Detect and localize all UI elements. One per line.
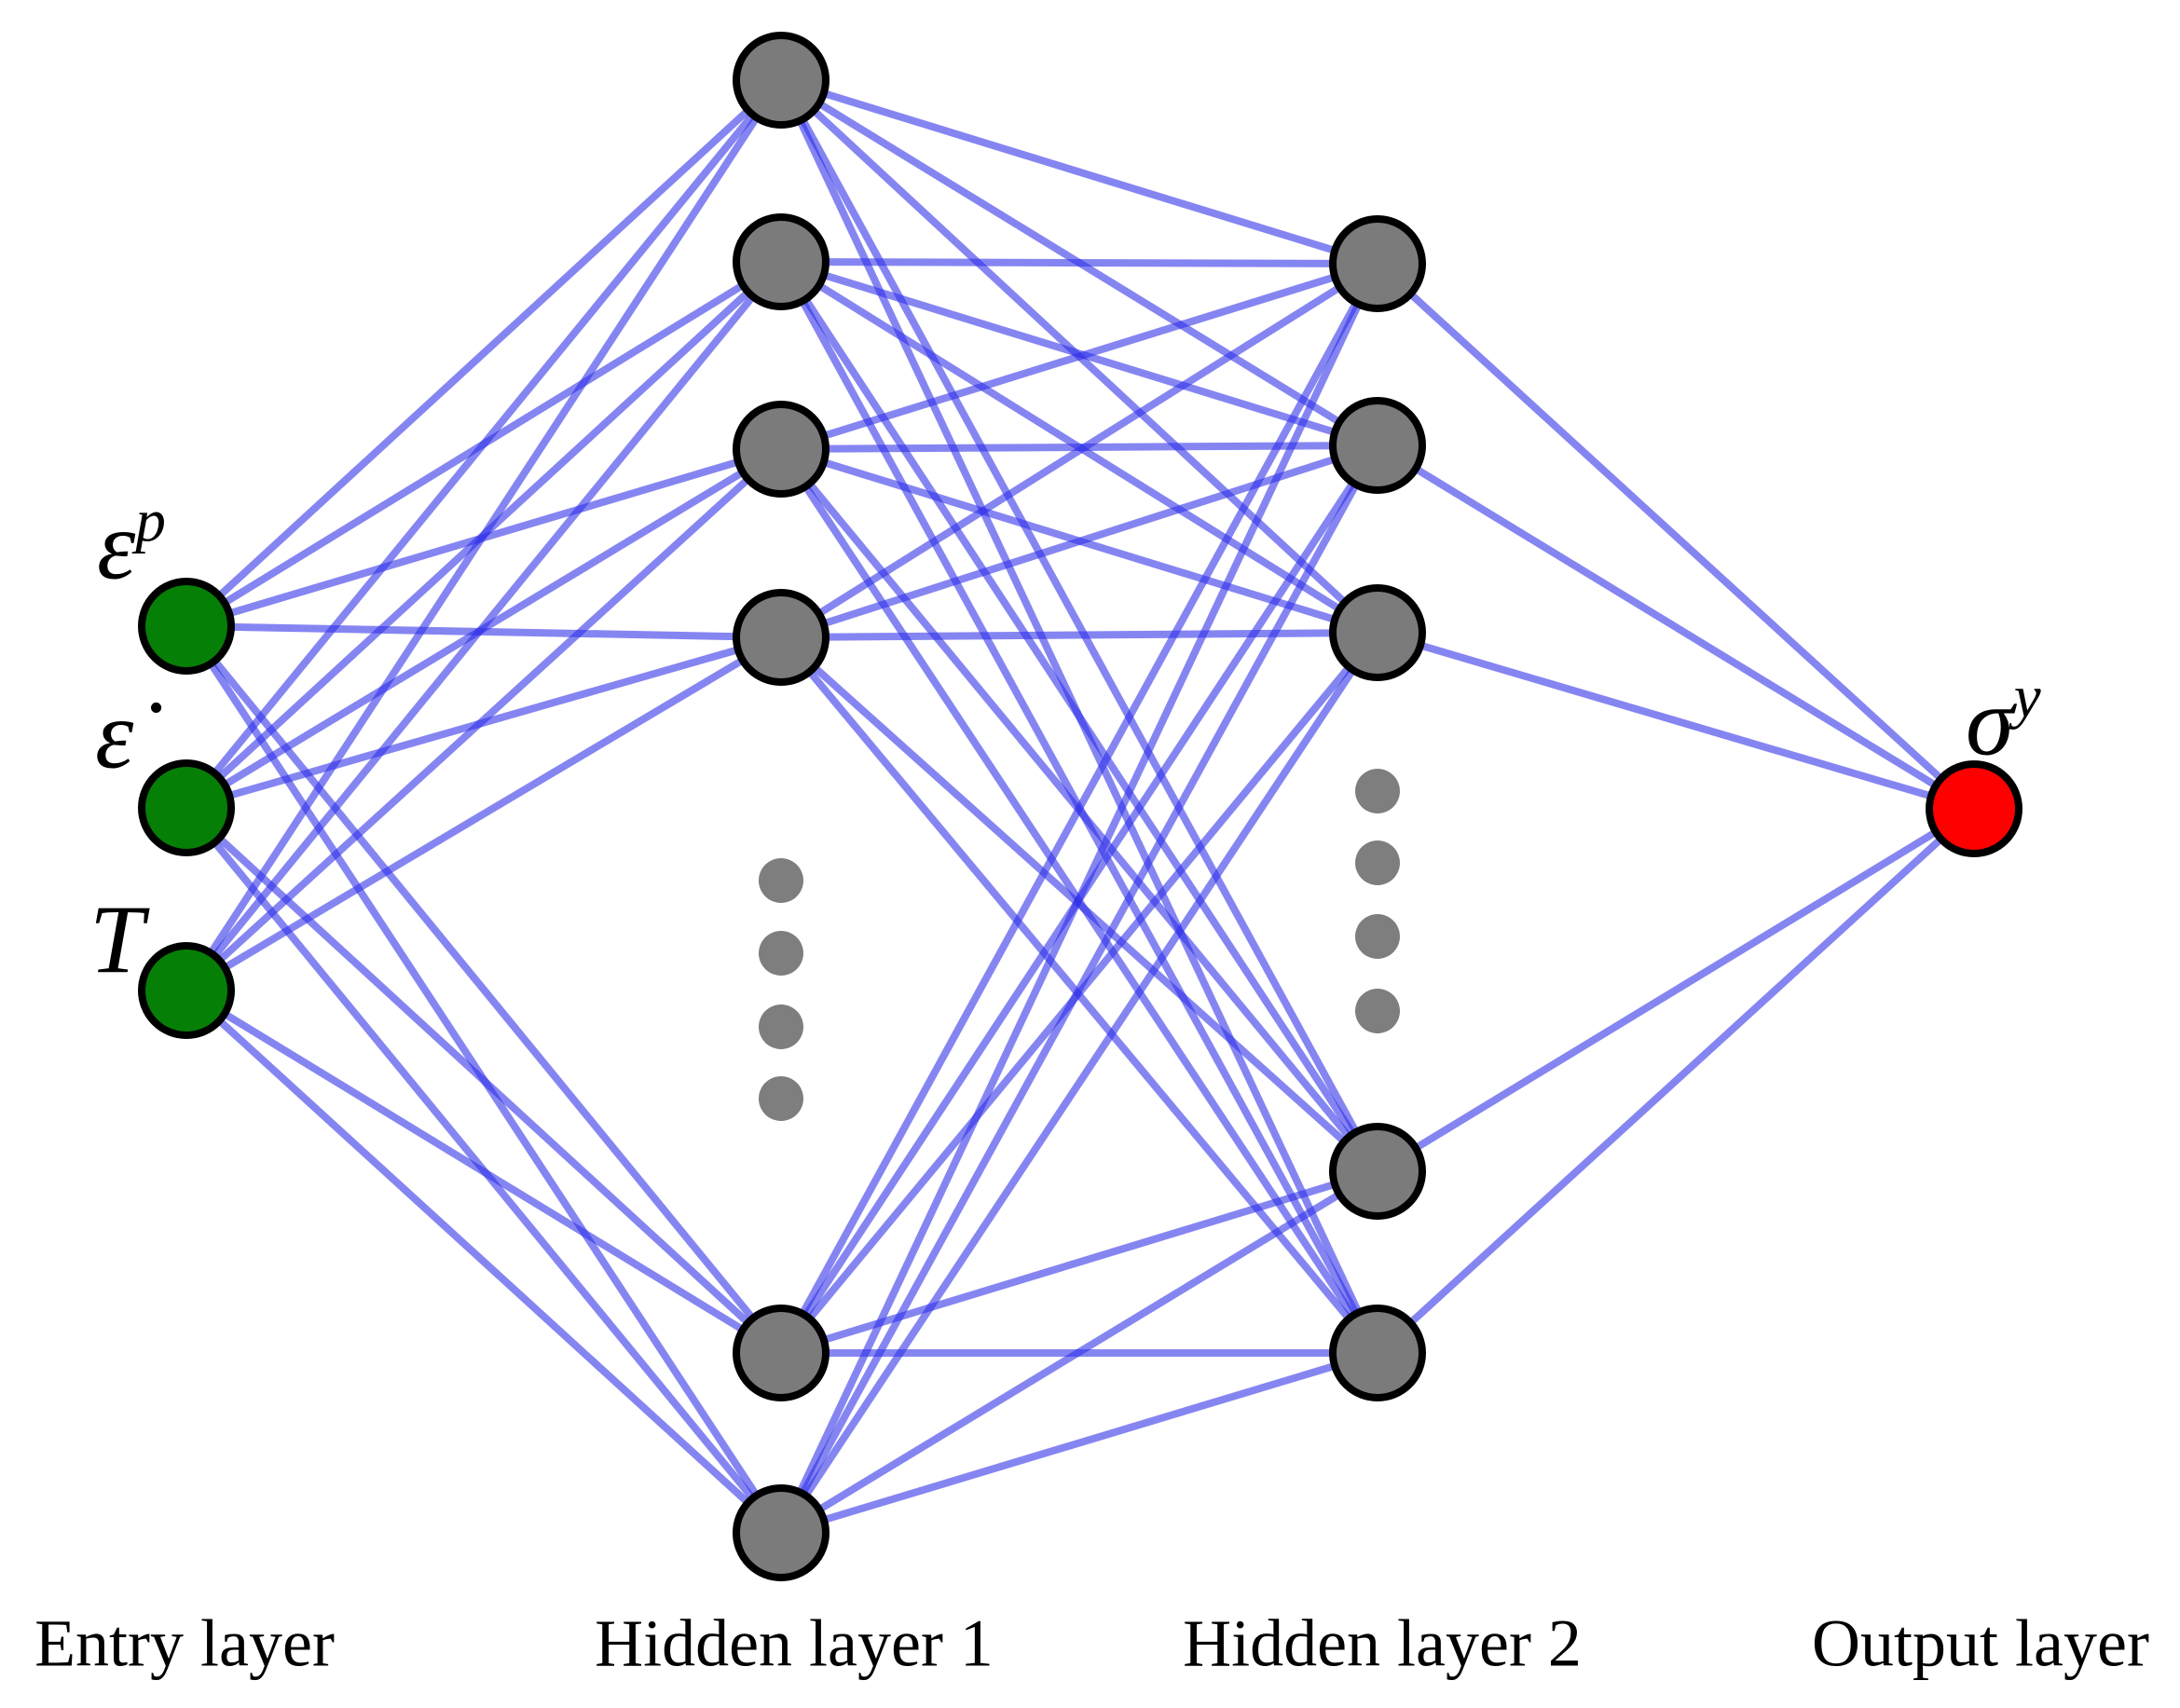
label-base: T	[89, 884, 144, 994]
caption-hidden-layer-2: Hidden layer 2	[1183, 1606, 1582, 1681]
label-base: ε̇	[95, 679, 134, 789]
hidden2-node-5	[1329, 1305, 1426, 1401]
edge-entry-3-hidden1-4	[184, 634, 784, 994]
edge-hidden2-4-output-1	[1375, 805, 1977, 1175]
edge-hidden1-4-hidden2-3	[780, 629, 1378, 641]
hidden1-node-4	[733, 589, 829, 686]
hidden1-node-5	[733, 1305, 829, 1401]
edge-entry-3-hidden1-6	[184, 988, 784, 1536]
edge-hidden1-6-hidden2-1	[777, 262, 1381, 1535]
edge-hidden1-1-hidden2-4	[777, 78, 1381, 1173]
hidden1-node-2	[733, 213, 829, 310]
edge-hidden2-1-output-1	[1375, 261, 1977, 812]
edge-entry-3-hidden1-2	[183, 259, 785, 993]
edge-entry-2-hidden1-5	[184, 805, 784, 1356]
label-base: ε	[97, 490, 136, 600]
edge-hidden2-5-output-1	[1375, 806, 1977, 1356]
edge-hidden1-2-hidden2-1	[780, 258, 1378, 267]
hidden2-node-4	[1329, 1123, 1426, 1220]
hidden1-ellipsis-dot-4	[759, 1076, 803, 1121]
edge-hidden1-2-hidden2-4	[777, 259, 1381, 1174]
entry-node-label-T: T	[89, 885, 144, 988]
hidden1-node-6	[733, 1484, 829, 1581]
hidden2-ellipsis-dot-1	[1355, 769, 1400, 813]
entry-node-3	[138, 942, 235, 1039]
hidden1-node-3	[733, 401, 829, 498]
edge-hidden1-6-hidden2-4	[778, 1168, 1380, 1537]
output-node-1	[1926, 760, 2022, 857]
edge-entry-3-hidden1-3	[184, 446, 784, 993]
hidden2-node-3	[1329, 584, 1426, 681]
caption-entry-layer: Entry layer	[34, 1606, 335, 1681]
caption-output-layer: Output layer	[1812, 1606, 2149, 1681]
edge-hidden1-4-hidden2-1	[778, 260, 1380, 641]
hidden1-ellipsis-dot-3	[759, 1004, 803, 1049]
edge-entry-3-hidden1-1	[183, 77, 785, 993]
hidden2-ellipsis-dot-3	[1355, 914, 1400, 959]
caption-hidden-layer-1: Hidden layer 1	[595, 1606, 994, 1681]
hidden2-node-1	[1329, 215, 1426, 312]
edge-hidden1-1-hidden2-1	[779, 76, 1379, 267]
edge-entry-2-hidden1-1	[183, 77, 785, 811]
edge-hidden2-3-output-1	[1376, 629, 1976, 813]
hidden1-node-1	[733, 32, 829, 129]
hidden2-ellipsis-dot-2	[1355, 840, 1400, 885]
edge-hidden1-3-hidden2-1	[779, 260, 1379, 453]
label-base: σ	[1966, 666, 2014, 776]
edge-entry-1-hidden1-1	[184, 77, 784, 629]
label-superscript: p	[135, 487, 166, 554]
entry-node-1	[138, 578, 235, 675]
edge-entry-1-hidden1-5	[183, 623, 785, 1356]
hidden2-node-2	[1329, 397, 1426, 494]
entry-node-2	[138, 759, 235, 856]
hidden2-ellipsis-dot-4	[1355, 989, 1400, 1033]
edge-hidden1-6-hidden2-2	[777, 444, 1381, 1535]
edge-hidden2-2-output-1	[1375, 442, 1977, 813]
edge-entry-3-hidden1-5	[184, 987, 784, 1357]
entry-node-label-epsilon-p: εp	[97, 490, 166, 594]
label-superscript: y	[2013, 663, 2041, 731]
edge-hidden1-5-hidden2-1	[777, 262, 1381, 1355]
hidden1-ellipsis-dot-2	[759, 931, 803, 976]
edge-hidden1-6-hidden2-5	[779, 1349, 1379, 1537]
edge-hidden1-5-hidden2-4	[779, 1168, 1379, 1357]
entry-node-label-epsilon-dot: ε̇	[95, 680, 133, 783]
output-node-label-sigma-y: σy	[1966, 666, 2041, 770]
edge-hidden1-6-hidden2-3	[777, 630, 1381, 1536]
hidden1-ellipsis-dot-1	[759, 858, 803, 903]
